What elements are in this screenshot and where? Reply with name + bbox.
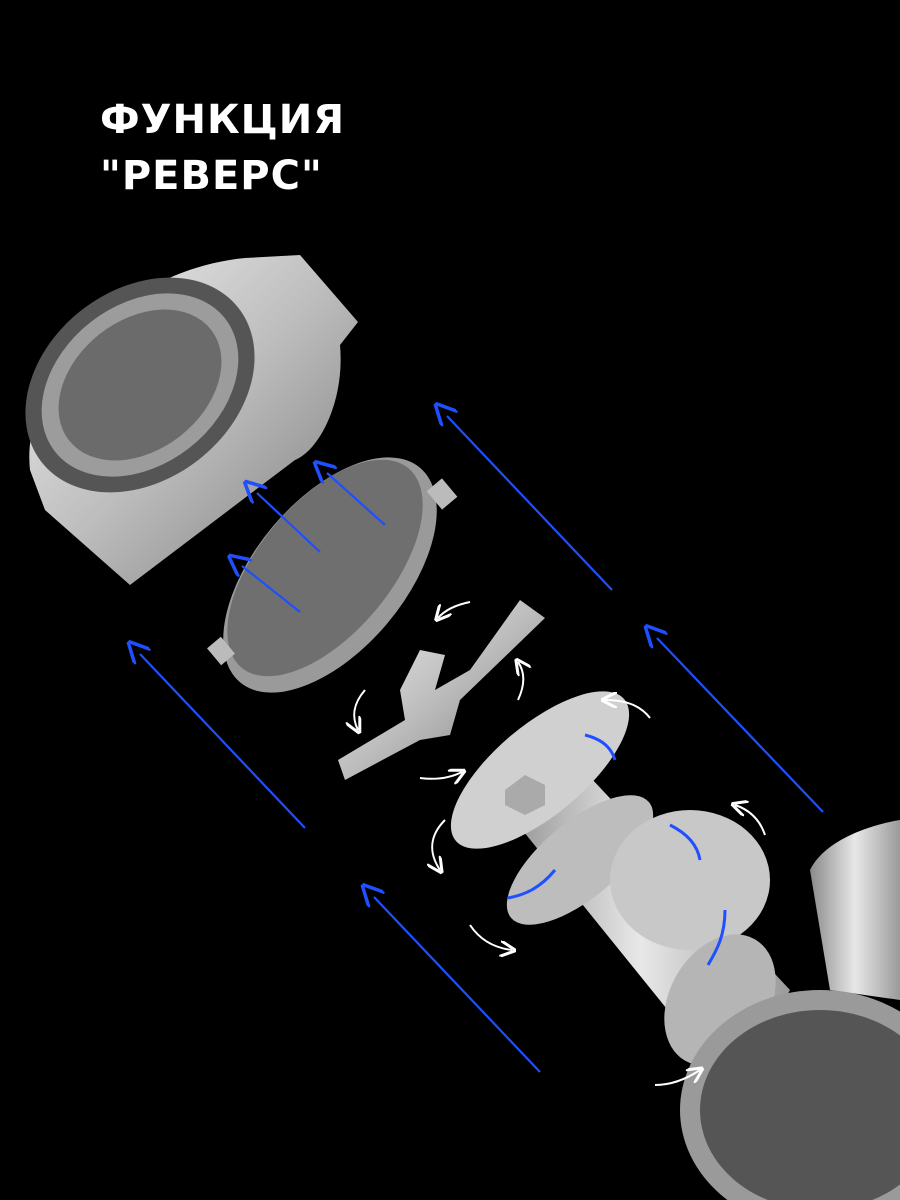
- flow-arrow-icon: [447, 416, 613, 591]
- ring-nut: [25, 255, 359, 585]
- flow-arrow-icon: [669, 823, 702, 861]
- rotation-arrow-icon: [735, 805, 766, 836]
- flow-arrow-icon: [706, 909, 727, 966]
- rotation-arrow-icon: [654, 1070, 700, 1086]
- auger: [450, 691, 790, 1066]
- rotation-arrow-icon: [354, 689, 366, 730]
- headline: ФУНКЦИЯ "РЕВЕРС": [100, 92, 345, 204]
- flow-arrow-icon: [657, 638, 824, 813]
- rotation-arrow-icon: [438, 601, 471, 618]
- rotation-arrow-icon: [469, 924, 512, 950]
- headline-line1: ФУНКЦИЯ: [100, 97, 346, 143]
- flow-arrow-icon: [584, 733, 617, 761]
- rotation-arrow-icon: [419, 772, 462, 779]
- flow-arrow-icon: [374, 897, 541, 1073]
- headline-line2: "РЕВЕРС": [100, 153, 323, 199]
- flow-arrow-icon: [507, 869, 557, 900]
- flow-arrow-icon: [242, 566, 301, 613]
- flow-arrow-icon: [257, 493, 321, 553]
- cutting-blade: [338, 600, 545, 780]
- flow-arrows: [140, 416, 824, 1073]
- rotation-arrow-icon: [432, 819, 446, 870]
- rotation-arrow-icon: [518, 662, 523, 701]
- flow-arrow-icon: [327, 473, 386, 526]
- grinder-housing: [680, 820, 900, 1200]
- flow-arrow-icon: [140, 654, 306, 829]
- rotation-arrows: [354, 601, 766, 1086]
- rotation-arrow-icon: [605, 700, 651, 719]
